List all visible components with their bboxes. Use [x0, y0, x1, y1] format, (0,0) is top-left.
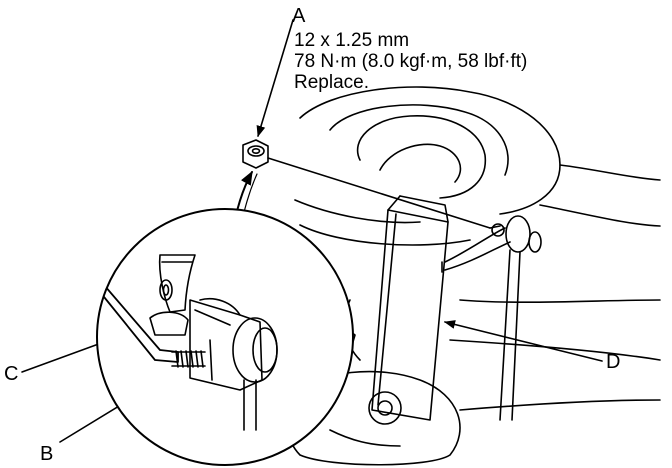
callout-d-label: D — [606, 351, 621, 373]
callout-c-label: C — [4, 363, 19, 385]
strut-shock-absorber — [371, 195, 449, 421]
leader-d — [443, 320, 603, 362]
detail-inset — [96, 208, 354, 466]
threaded-stud — [171, 350, 206, 368]
spec-a-block: 12 x 1.25 mm 78 N·m (8.0 kgf·m, 58 lbf·f… — [294, 30, 527, 93]
leader-a — [256, 19, 294, 138]
spring-assembly — [294, 86, 661, 246]
flange-nut-a — [242, 139, 269, 169]
spec-a-torque: 78 N·m (8.0 kgf·m, 58 lbf·ft) — [294, 51, 528, 72]
callout-b-label: B — [40, 443, 54, 465]
spec-a-note: Replace. — [294, 72, 369, 93]
spec-a-thread: 12 x 1.25 mm — [294, 30, 410, 51]
stabilizer-link — [267, 157, 542, 421]
callout-a-label: A — [292, 5, 306, 27]
